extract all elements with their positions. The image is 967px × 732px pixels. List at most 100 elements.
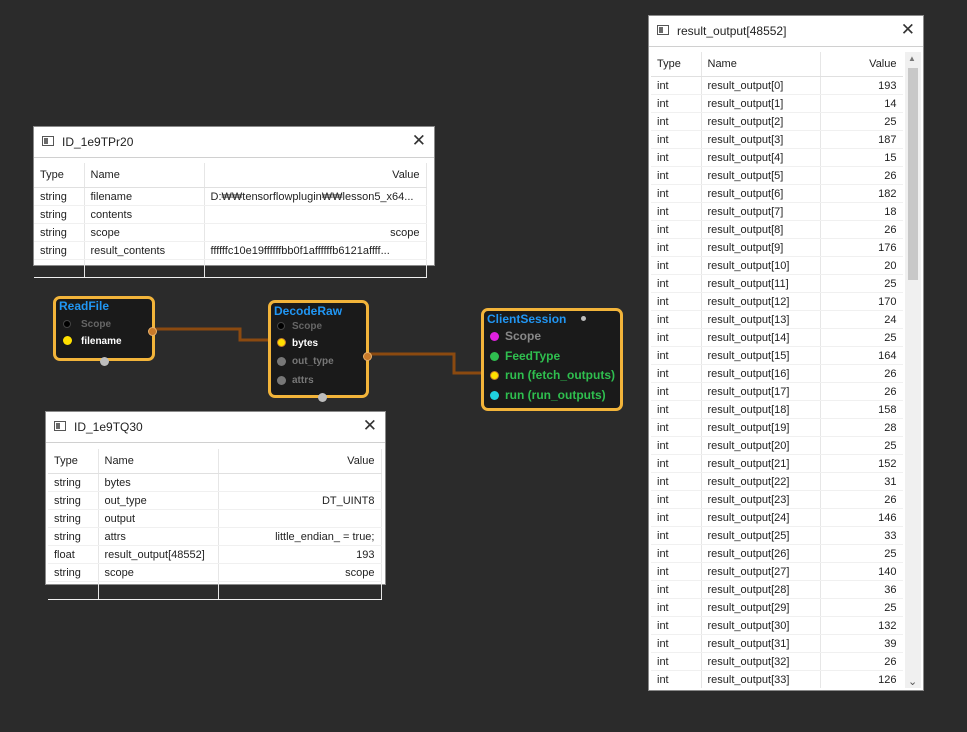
cell-value[interactable]: 158 (820, 400, 903, 419)
cell-value[interactable]: 126 (820, 670, 903, 688)
cell-value[interactable]: 152 (820, 454, 903, 473)
output-port-icon[interactable] (363, 352, 372, 361)
scope-port-icon[interactable] (490, 332, 499, 341)
table-row[interactable]: string filename D:₩₩tensorflowplugin₩₩le… (34, 187, 427, 206)
cell-value[interactable]: 20 (820, 256, 903, 275)
window-titlebar[interactable]: result_output[48552] ✕ (649, 16, 923, 47)
table-row[interactable]: string scope scope (48, 563, 382, 582)
table-row[interactable]: float result_output[48552] 193 (48, 545, 382, 564)
window-titlebar[interactable]: ID_1e9TPr20 ✕ (34, 127, 434, 158)
run-outputs-port-icon[interactable] (490, 391, 499, 400)
column-header-value[interactable]: Value (218, 449, 382, 474)
out-type-port-icon[interactable] (277, 357, 286, 366)
cell-value[interactable]: 26 (820, 652, 903, 671)
cell-value[interactable]: 140 (820, 562, 903, 581)
column-header-value[interactable]: Value (204, 163, 427, 188)
cell-value[interactable]: 132 (820, 616, 903, 635)
close-icon[interactable]: ✕ (411, 131, 426, 150)
cell-value[interactable]: 26 (820, 490, 903, 509)
cell-value[interactable]: 25 (820, 598, 903, 617)
attrs-port-icon[interactable] (277, 376, 286, 385)
cell-value[interactable]: 25 (820, 436, 903, 455)
cell-value[interactable]: 25 (820, 274, 903, 293)
table-row[interactable]: string out_type DT_UINT8 (48, 491, 382, 510)
table-row[interactable]: string contents (34, 205, 427, 224)
cell-value[interactable]: 36 (820, 580, 903, 599)
table-row[interactable]: string attrs little_endian_ = true; (48, 527, 382, 546)
cell-value[interactable]: 24 (820, 310, 903, 329)
column-header-type[interactable]: Type (34, 163, 85, 188)
cell-value[interactable] (218, 473, 382, 492)
bytes-port-icon[interactable] (277, 338, 286, 347)
readfile-node[interactable]: ReadFile Scope filename (53, 296, 157, 366)
close-icon[interactable]: ✕ (362, 416, 377, 435)
cell-value[interactable] (218, 509, 382, 528)
cell-value[interactable]: 164 (820, 346, 903, 365)
cell-value[interactable]: 187 (820, 130, 903, 149)
cell-value[interactable]: 31 (820, 472, 903, 491)
cell-value[interactable]: 26 (820, 166, 903, 185)
table-row[interactable]: string scope scope (34, 223, 427, 242)
cell-value[interactable]: 33 (820, 526, 903, 545)
table-row[interactable]: string result_contents ffffffc10e19fffff… (34, 241, 427, 260)
exec-port-icon[interactable] (100, 357, 109, 366)
cell-value[interactable]: ffffffc10e19ffffffbb0f1affffffb6121affff… (204, 241, 427, 260)
window-titlebar[interactable]: ID_1e9TQ30 ✕ (46, 412, 385, 443)
cell-value[interactable]: 193 (218, 545, 382, 564)
cell-value[interactable]: DT_UINT8 (218, 491, 382, 510)
cell-value[interactable]: D:₩₩tensorflowplugin₩₩lesson5_x64... (204, 187, 427, 206)
cell-value[interactable]: 176 (820, 238, 903, 257)
scope-port-icon[interactable] (277, 322, 285, 330)
vertical-scrollbar[interactable]: ▲ ⌄ (905, 52, 921, 688)
cell-value[interactable]: scope (218, 563, 382, 582)
cell-value[interactable] (218, 581, 382, 600)
table-row[interactable] (48, 581, 382, 600)
cell-value[interactable]: 15 (820, 148, 903, 167)
table-row[interactable]: string bytes (48, 473, 382, 492)
scroll-down-icon[interactable]: ⌄ (908, 676, 918, 688)
output-port-icon[interactable] (148, 327, 157, 336)
cell-value[interactable]: 26 (820, 220, 903, 239)
scrollbar-thumb[interactable] (908, 68, 918, 280)
cell-value[interactable]: 146 (820, 508, 903, 527)
table-row[interactable]: string output (48, 509, 382, 528)
cell-value[interactable]: 14 (820, 94, 903, 113)
close-icon[interactable]: ✕ (900, 20, 915, 39)
cell-value[interactable]: little_endian_ = true; (218, 527, 382, 546)
scroll-up-icon[interactable]: ▲ (908, 54, 916, 63)
cell-value[interactable]: 39 (820, 634, 903, 653)
fetch-outputs-port-icon[interactable] (490, 371, 499, 380)
cell-value[interactable]: 26 (820, 382, 903, 401)
cell-value[interactable]: 25 (820, 328, 903, 347)
cell-value[interactable]: 182 (820, 184, 903, 203)
column-header-name[interactable]: Name (84, 163, 205, 188)
feedtype-port-icon[interactable] (490, 352, 499, 361)
